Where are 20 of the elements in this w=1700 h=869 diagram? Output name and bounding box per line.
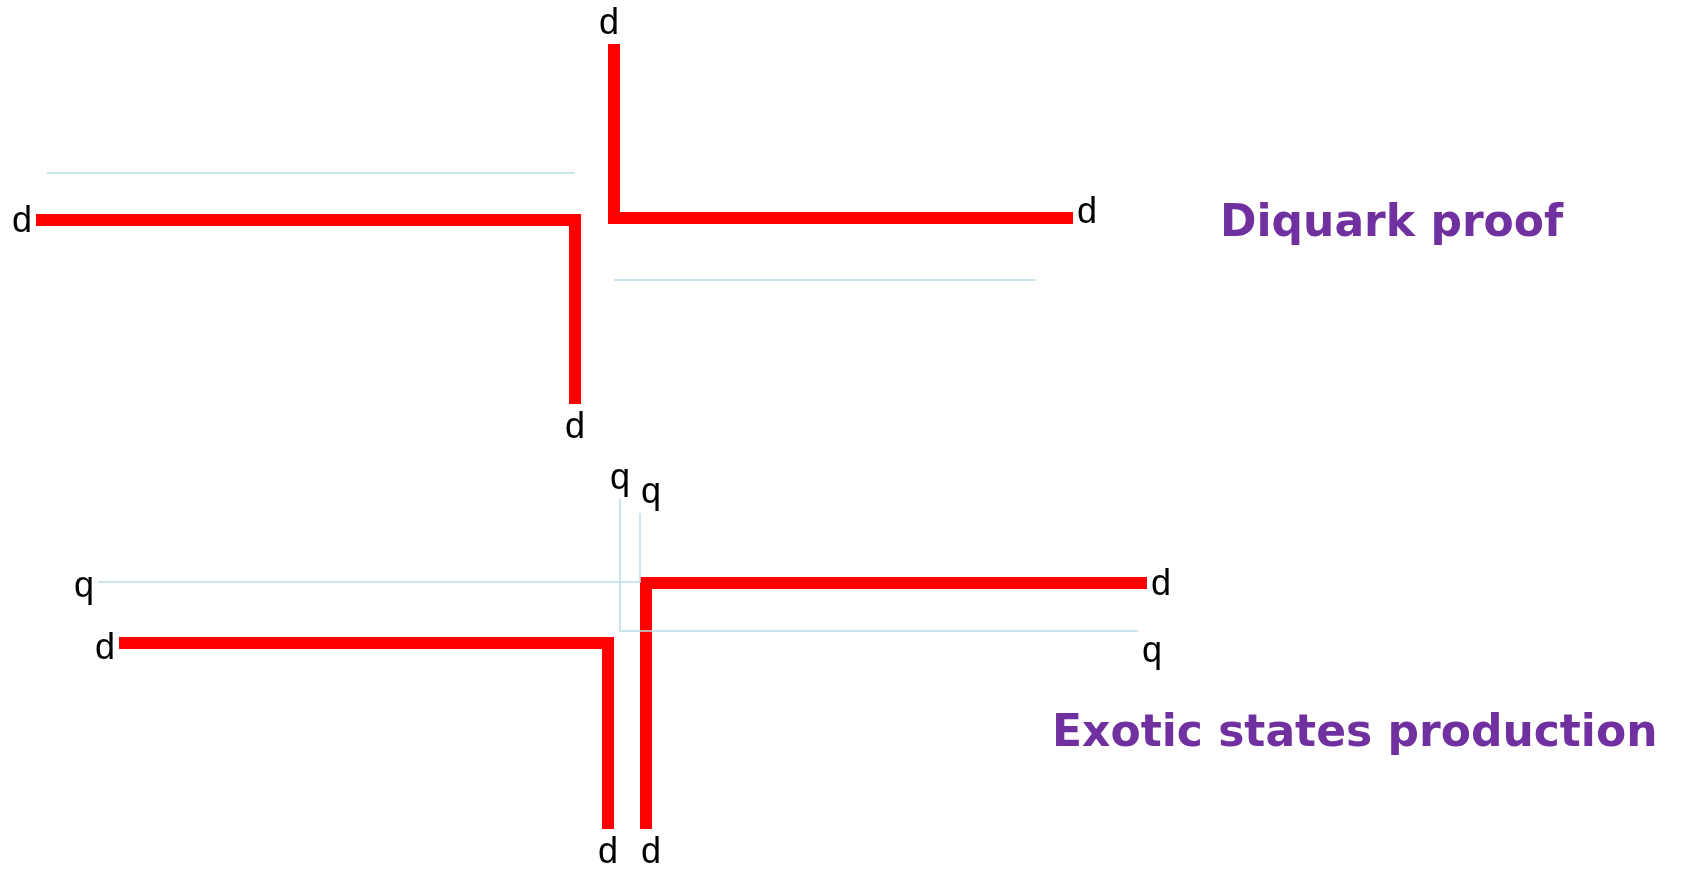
quark-line (36, 214, 581, 404)
quark-label: d (1151, 563, 1171, 603)
quark-line (619, 498, 1139, 632)
diagram-heading: Exotic states production (1052, 705, 1658, 756)
quark-line (97, 512, 641, 583)
quark-label: d (95, 627, 115, 667)
quark-line (608, 44, 1073, 224)
quark-label: q (641, 471, 661, 511)
quark-label: q (74, 565, 94, 605)
quark-line (640, 577, 1147, 829)
quark-label: d (598, 831, 618, 869)
quark-label: d (1077, 191, 1097, 231)
quark-label: d (12, 200, 32, 240)
quark-line (119, 637, 614, 829)
quark-label: d (565, 406, 585, 446)
quark-label: q (1142, 630, 1162, 670)
quark-label: q (610, 457, 630, 497)
quark-label: d (599, 2, 619, 42)
quark-label: d (641, 831, 661, 869)
diagram-heading: Diquark proof (1220, 195, 1564, 246)
